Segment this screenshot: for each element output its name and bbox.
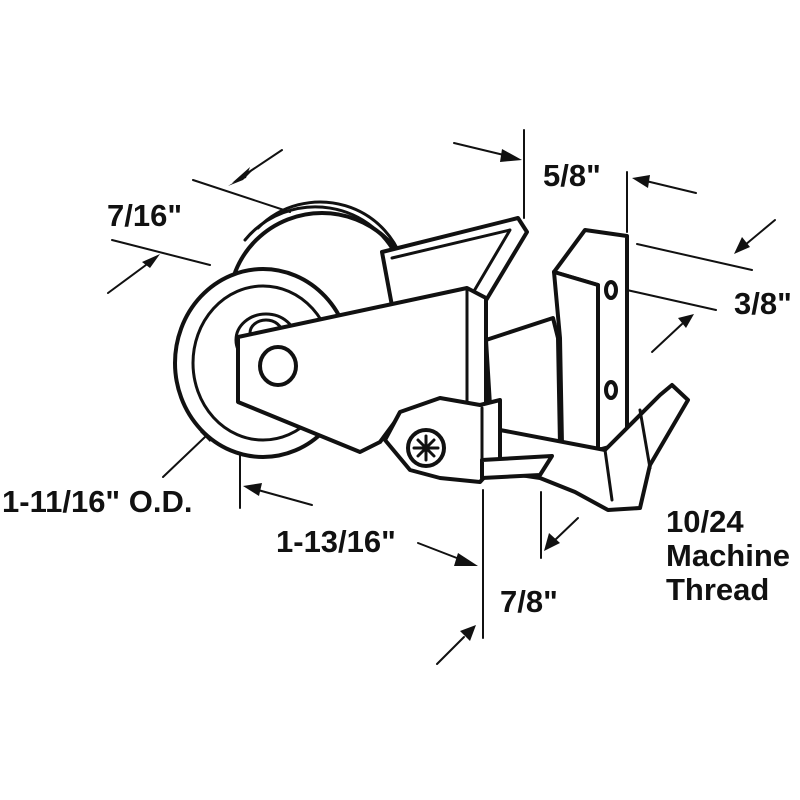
label-wheel-width: 7/16": [107, 198, 182, 233]
label-thread-type: Machine: [666, 538, 790, 573]
label-thread-word: Thread: [666, 572, 769, 607]
label-thread-size: 10/24: [666, 504, 744, 539]
axle-rivet: [258, 345, 298, 387]
mounting-body: [484, 228, 629, 452]
base-foot: [383, 383, 690, 512]
label-hole-spacing: 3/8": [734, 286, 792, 321]
screw-hole-top: [604, 280, 618, 300]
dimension-lines: [107, 129, 776, 665]
label-overall-length: 1-13/16": [276, 524, 396, 559]
label-bracket-width: 5/8": [543, 158, 601, 193]
label-wheel-od: 1-11/16" O.D.: [2, 484, 192, 519]
dimension-labels: 7/16" 5/8" 3/8" 1-11/16" O.D. 1-13/16" 7…: [2, 158, 792, 619]
label-height: 7/8": [500, 584, 558, 619]
screw-hole-bottom: [604, 380, 618, 400]
